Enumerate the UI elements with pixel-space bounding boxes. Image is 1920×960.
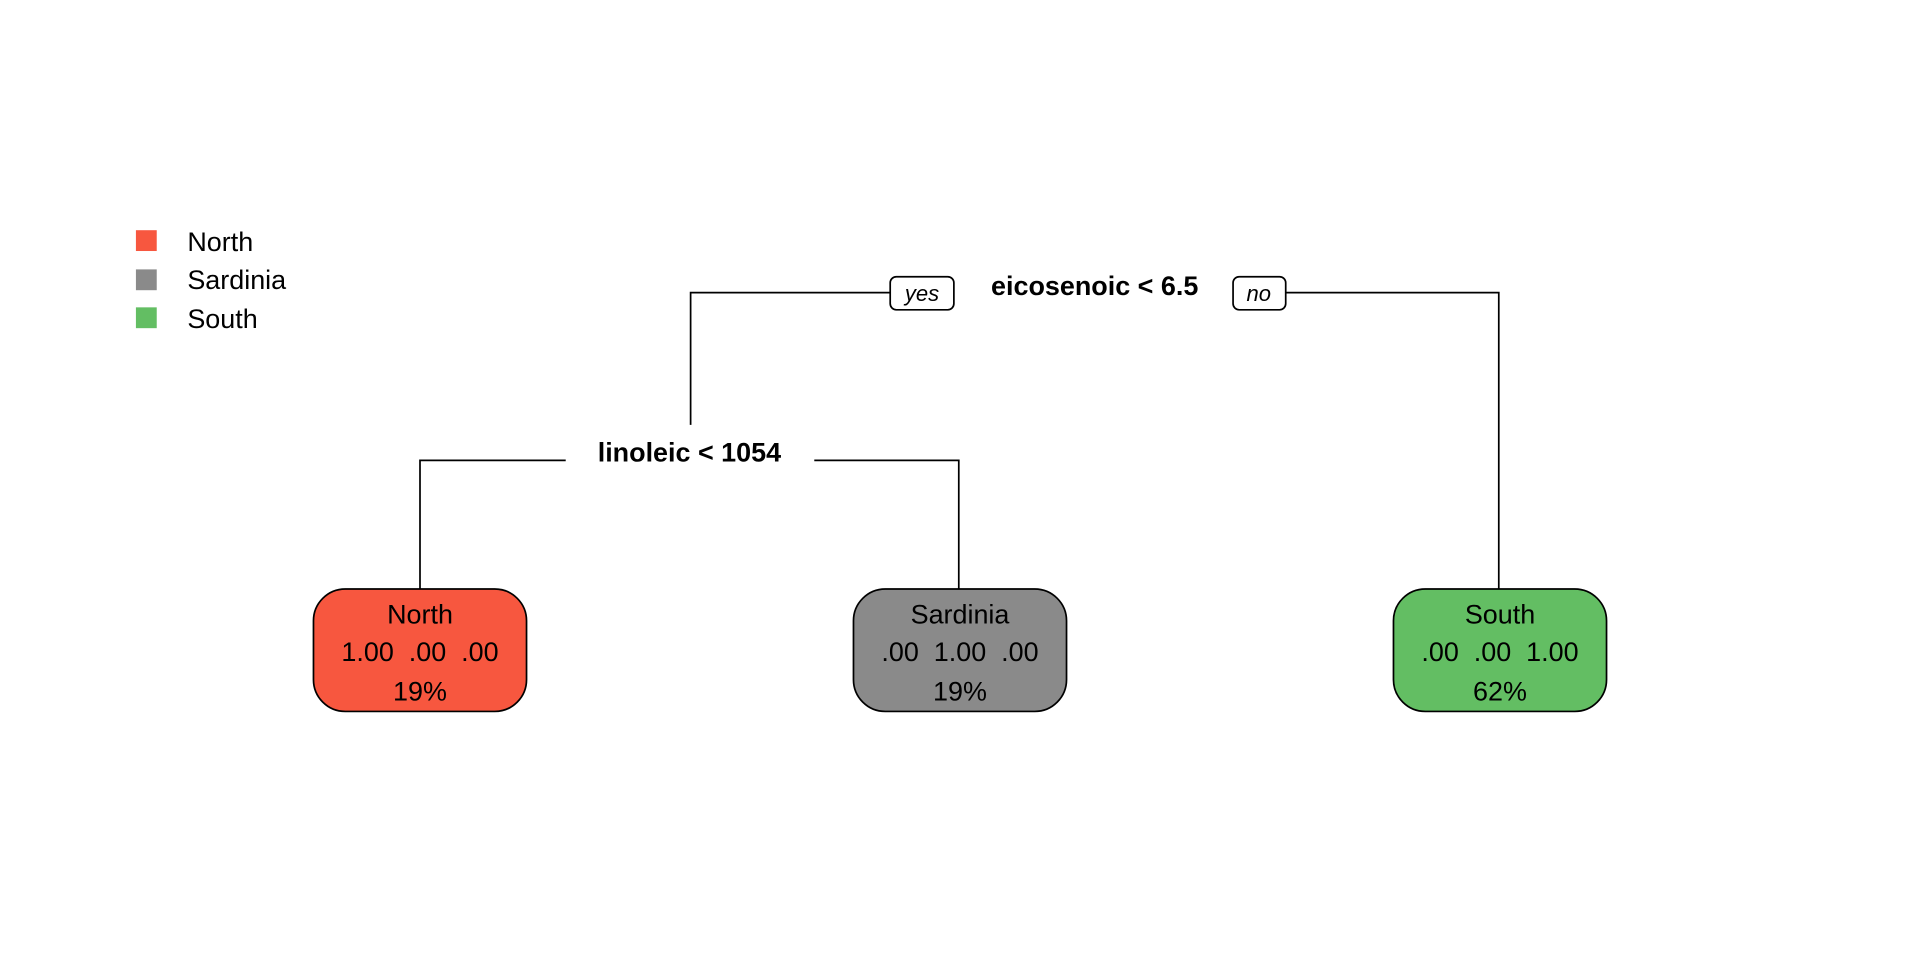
- leaf-percent: 19%: [393, 676, 447, 706]
- legend-label: South: [187, 304, 257, 334]
- no-label: no: [1247, 281, 1272, 306]
- yes-label: yes: [903, 281, 939, 306]
- edge-inner-right: [814, 459, 960, 589]
- no-box: [1232, 275, 1287, 311]
- legend-swatch-sardinia: [135, 269, 157, 291]
- leaf-box: [1392, 588, 1608, 713]
- edge-inner-left: [419, 459, 566, 589]
- leaf-south: South .00 .00 1.00 62%: [1392, 588, 1608, 713]
- leaf-sardinia: Sardinia .00 1.00 .00 19%: [852, 588, 1068, 713]
- leaf-probs: 1.00 .00 .00: [341, 637, 498, 667]
- legend-label: North: [187, 227, 253, 257]
- leaf-probs: .00 .00 1.00: [1421, 637, 1578, 667]
- root-split-label: eicosenoic < 6.5: [991, 271, 1198, 301]
- legend-label: Sardinia: [187, 265, 286, 295]
- edge-root-no: [1285, 291, 1500, 589]
- leaf-box: [312, 588, 528, 713]
- leaf-box: [852, 588, 1068, 713]
- leaf-north: North 1.00 .00 .00 19%: [312, 588, 528, 713]
- leaf-class: South: [1465, 599, 1535, 629]
- legend-swatch-north: [135, 230, 157, 252]
- legend-swatch-south: [135, 307, 157, 329]
- leaf-percent: 62%: [1473, 676, 1527, 706]
- leaf-percent: 19%: [933, 676, 987, 706]
- legend: North Sardinia South: [135, 227, 286, 334]
- edge-root-yes: [689, 291, 891, 425]
- leaf-probs: .00 1.00 .00: [881, 637, 1038, 667]
- leaf-class: North: [387, 599, 453, 629]
- leaf-class: Sardinia: [911, 599, 1010, 629]
- yes-box: [889, 275, 955, 311]
- inner-split-label: linoleic < 1054: [598, 438, 781, 468]
